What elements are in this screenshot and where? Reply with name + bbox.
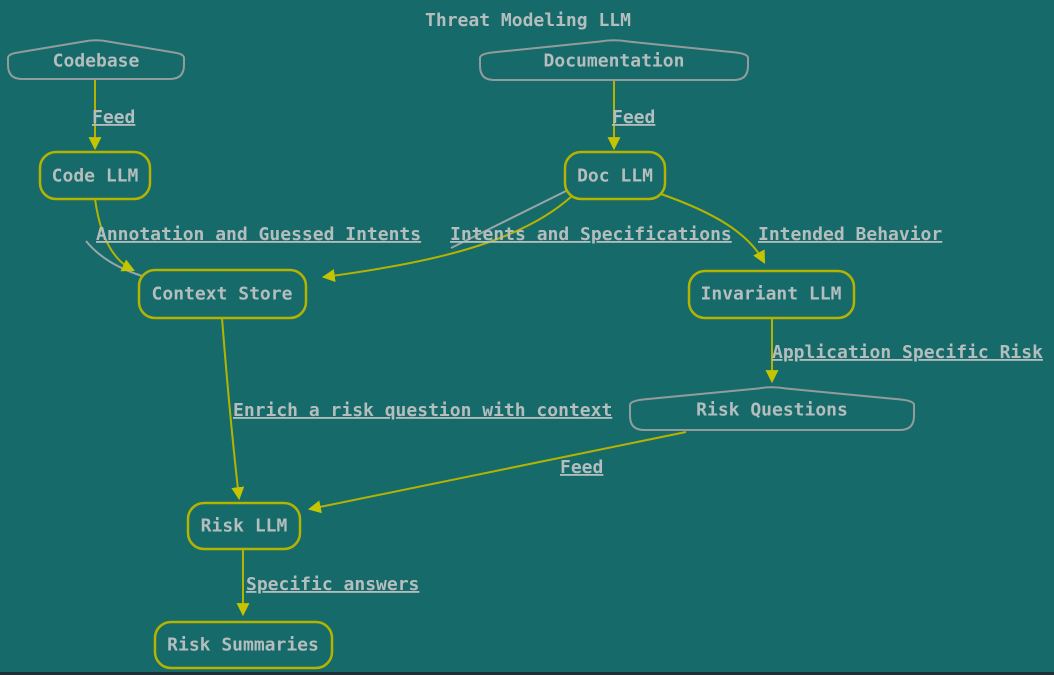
code-llm-label: Code LLM [52, 166, 139, 187]
diagram-title: Threat Modeling LLM [425, 10, 631, 31]
bottom-border [0, 672, 1054, 675]
documentation-label: Documentation [544, 51, 685, 72]
node-documentation: Documentation [479, 39, 749, 81]
codebase-shape [7, 39, 185, 80]
edge-risk-questions-to-risk-llm [307, 431, 687, 514]
risk-questions-label: Risk Questions [696, 400, 848, 421]
edge-label-feed-risk-questions: Feed [560, 457, 603, 478]
node-risk-summaries: Risk Summaries [153, 620, 334, 670]
risk-llm-shape [186, 501, 302, 551]
code-llm-shape [38, 150, 152, 201]
risk-summaries-label: Risk Summaries [167, 635, 319, 656]
risk-llm-label: Risk LLM [201, 516, 288, 537]
edge-label-enrich-risk-question: Enrich a risk question with context [233, 400, 612, 421]
node-risk-llm: Risk LLM [186, 501, 302, 551]
context-store-label: Context Store [152, 284, 293, 305]
ghost-line-doc-llm [450, 190, 567, 249]
invariant-llm-shape [687, 269, 856, 320]
edge-doc-llm-to-context-store [321, 195, 573, 283]
edge-label-intents-specifications: Intents and Specifications [450, 224, 732, 245]
edge-label-feed-codebase: Feed [92, 107, 135, 128]
node-context-store: Context Store [137, 268, 308, 320]
edge-label-feed-documentation: Feed [612, 107, 655, 128]
documentation-shape [479, 39, 749, 81]
invariant-llm-label: Invariant LLM [701, 284, 842, 305]
doc-llm-label: Doc LLM [577, 166, 653, 187]
node-codebase: Codebase [7, 39, 185, 80]
edge-label-specific-answers: Specific answers [246, 574, 419, 595]
doc-llm-shape [563, 150, 667, 201]
node-risk-questions: Risk Questions [629, 386, 915, 431]
codebase-label: Codebase [53, 51, 140, 72]
node-doc-llm: Doc LLM [563, 150, 667, 201]
risk-summaries-shape [153, 620, 334, 670]
edge-label-application-specific-risk: Application Specific Risk [772, 342, 1043, 363]
risk-questions-shape [629, 386, 915, 431]
edge-code-llm-to-context-store [94, 198, 135, 272]
node-invariant-llm: Invariant LLM [687, 269, 856, 320]
ghost-line-code-llm [85, 240, 143, 277]
edge-context-store-to-risk-llm [221, 317, 245, 501]
edge-doc-llm-to-invariant-llm [660, 193, 766, 264]
context-store-shape [137, 268, 308, 320]
node-code-llm: Code LLM [38, 150, 152, 201]
edge-label-annotation-guessed-intents: Annotation and Guessed Intents [96, 224, 421, 245]
edge-label-intended-behavior: Intended Behavior [758, 224, 942, 245]
